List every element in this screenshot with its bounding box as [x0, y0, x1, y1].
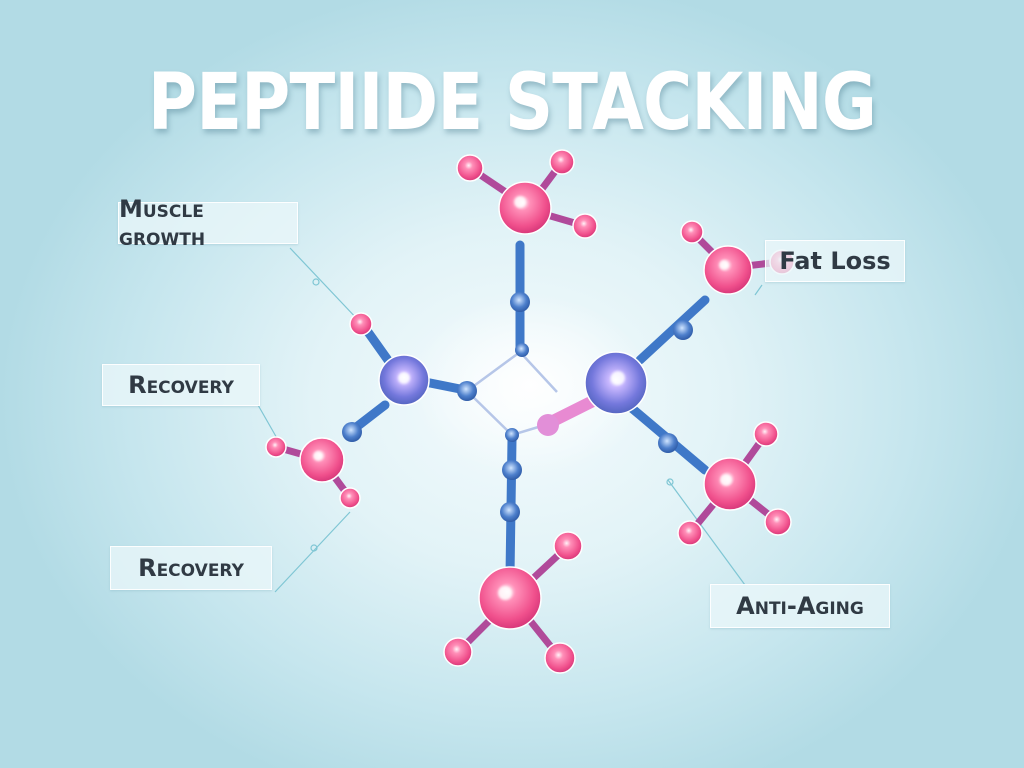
label-muscle-growth: Muscle growth [118, 195, 298, 251]
pink-atoms [265, 149, 795, 674]
label-recovery-2: Recovery [110, 546, 272, 590]
label-recovery-1: Recovery [102, 364, 260, 406]
connector-lines [257, 247, 763, 593]
label-anti-aging: Anti-Aging [710, 584, 890, 628]
page-title: PEPTIIDE STACKING [147, 58, 877, 148]
label-fat-loss: Fat Loss [765, 240, 905, 282]
